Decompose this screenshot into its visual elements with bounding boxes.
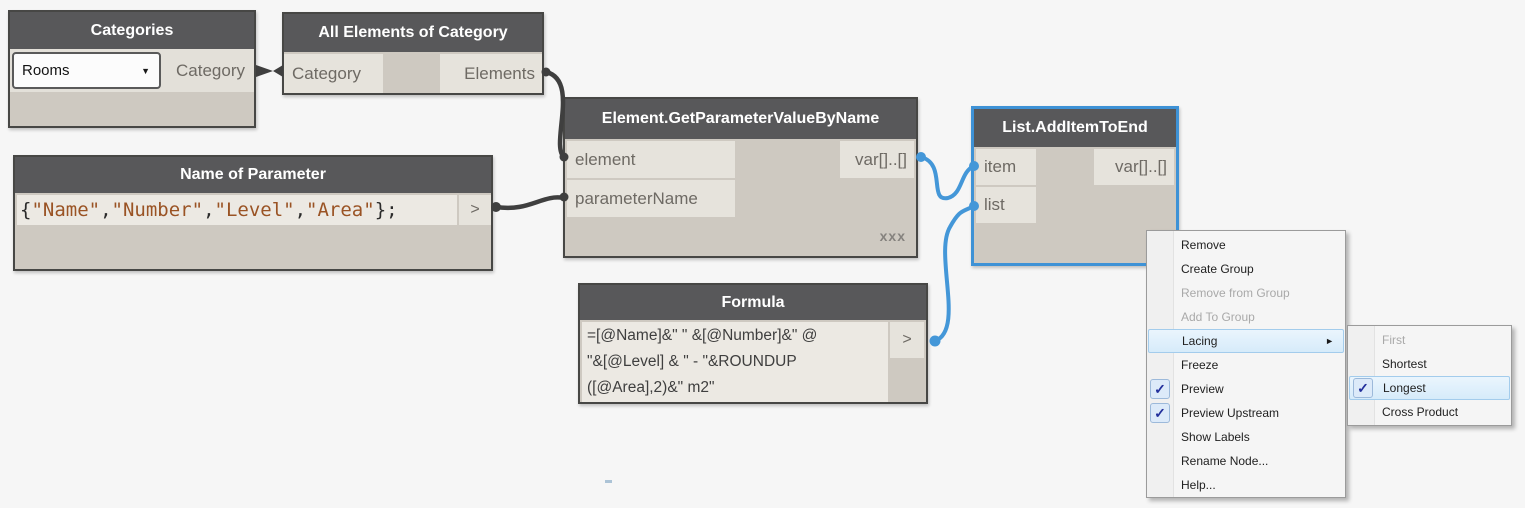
port-connector-formula-out[interactable] xyxy=(929,335,941,347)
categories-dropdown-value: Rooms xyxy=(22,62,70,79)
formula-line-1: =[@Name]&" " &[@Number]&" @ xyxy=(587,327,818,344)
menu-item-add-to-group: Add To Group xyxy=(1181,310,1255,324)
menu-item-remove-from-group: Remove from Group xyxy=(1181,286,1290,300)
context-menu-gutter xyxy=(1147,231,1174,497)
get-param-input-element[interactable]: element xyxy=(567,141,735,178)
port-connector-var-out[interactable] xyxy=(916,152,926,162)
lacing-indicator-xxx[interactable]: xxx xyxy=(879,228,906,244)
check-icon: ✓ xyxy=(1150,379,1170,399)
wire-formula-to-list[interactable] xyxy=(933,204,976,343)
categories-dropdown[interactable]: Rooms ▼ xyxy=(12,52,161,89)
node-get-parameter-value-by-name[interactable]: Element.GetParameterValueByName element … xyxy=(563,97,918,258)
code-block-input[interactable]: {"Name","Number","Level","Area"}; xyxy=(17,195,457,225)
wire-elements-to-element[interactable] xyxy=(543,69,567,160)
submenu-item-first: First xyxy=(1382,333,1406,347)
lacing-submenu-gutter xyxy=(1348,326,1375,425)
formula-expression[interactable]: =[@Name]&" " &[@Number]&" @ "&[@Level] &… xyxy=(582,322,888,402)
all-elements-output-elements[interactable]: Elements xyxy=(440,54,542,93)
submenu-item-longest-label: Longest xyxy=(1383,381,1426,395)
menu-item-show-labels[interactable]: Show Labels xyxy=(1181,430,1250,444)
menu-item-create-group[interactable]: Create Group xyxy=(1181,262,1254,276)
node-categories[interactable]: Categories Rooms ▼ Category xyxy=(8,10,256,128)
submenu-item-shortest[interactable]: Shortest xyxy=(1382,357,1427,371)
formula-title[interactable]: Formula xyxy=(580,285,926,320)
canvas-artifact-dash xyxy=(605,480,612,483)
context-menu: Remove Create Group Remove from Group Ad… xyxy=(1146,230,1346,498)
port-connector-element-in[interactable] xyxy=(559,152,569,162)
menu-item-preview-upstream-label: Preview Upstream xyxy=(1181,406,1280,420)
all-elements-title[interactable]: All Elements of Category xyxy=(284,14,542,52)
port-connector-parametername-in[interactable] xyxy=(559,192,569,202)
node-formula[interactable]: Formula =[@Name]&" " &[@Number]&" @ "&[@… xyxy=(578,283,928,404)
menu-item-preview[interactable]: ✓ Preview xyxy=(1147,377,1345,401)
node-categories-title[interactable]: Categories xyxy=(10,12,254,49)
list-add-input-list[interactable]: list xyxy=(976,187,1036,223)
submenu-arrow-icon: ► xyxy=(1325,336,1334,346)
node-all-elements-of-category[interactable]: All Elements of Category Category Elemen… xyxy=(282,12,544,95)
name-of-parameter-title[interactable]: Name of Parameter xyxy=(15,157,491,193)
port-connector-list-in[interactable] xyxy=(969,201,979,211)
menu-item-preview-upstream[interactable]: ✓ Preview Upstream xyxy=(1147,401,1345,425)
menu-item-lacing-label: Lacing xyxy=(1182,334,1218,348)
wire-junction-category[interactable] xyxy=(256,65,283,77)
menu-item-rename-node[interactable]: Rename Node... xyxy=(1181,454,1269,468)
check-icon: ✓ xyxy=(1353,378,1373,398)
submenu-item-longest[interactable]: ✓ Longest xyxy=(1349,376,1510,400)
get-param-title[interactable]: Element.GetParameterValueByName xyxy=(565,99,916,139)
list-add-title[interactable]: List.AddItemToEnd xyxy=(974,109,1176,147)
menu-item-remove[interactable]: Remove xyxy=(1181,238,1226,252)
check-icon: ✓ xyxy=(1150,403,1170,423)
wire-parameter-to-parametername[interactable] xyxy=(493,195,567,211)
name-of-parameter-output-port[interactable]: > xyxy=(459,195,491,225)
port-connector-item-in[interactable] xyxy=(969,161,979,171)
port-connector-elements-out[interactable] xyxy=(541,67,551,77)
node-list-add-item-to-end[interactable]: List.AddItemToEnd item list var[]..[] xyxy=(971,106,1179,266)
categories-output-port[interactable]: Category xyxy=(176,60,245,80)
wire-var-to-item[interactable] xyxy=(919,155,976,201)
all-elements-input-category[interactable]: Category xyxy=(284,54,383,93)
get-param-input-parametername[interactable]: parameterName xyxy=(567,180,735,217)
formula-output-port[interactable]: > xyxy=(890,322,924,358)
list-add-output-var[interactable]: var[]..[] xyxy=(1094,149,1174,185)
menu-item-freeze[interactable]: Freeze xyxy=(1181,358,1219,372)
chevron-down-icon: ▼ xyxy=(141,65,150,76)
lacing-submenu: First Shortest ✓ Longest Cross Product xyxy=(1347,325,1512,426)
menu-item-help[interactable]: Help... xyxy=(1181,478,1216,492)
menu-item-lacing[interactable]: Lacing ► xyxy=(1148,329,1344,353)
formula-line-3: ([@Area],2)&" m2" xyxy=(587,379,715,396)
port-connector-parameter-out[interactable] xyxy=(491,202,501,212)
formula-line-2: "&[@Level] & " - "&ROUNDUP xyxy=(587,353,797,370)
list-add-input-item[interactable]: item xyxy=(976,149,1036,185)
menu-item-preview-label: Preview xyxy=(1181,382,1224,396)
get-param-output-var[interactable]: var[]..[] xyxy=(840,141,914,178)
submenu-item-cross-product[interactable]: Cross Product xyxy=(1382,405,1459,419)
node-name-of-parameter[interactable]: Name of Parameter {"Name","Number","Leve… xyxy=(13,155,493,271)
